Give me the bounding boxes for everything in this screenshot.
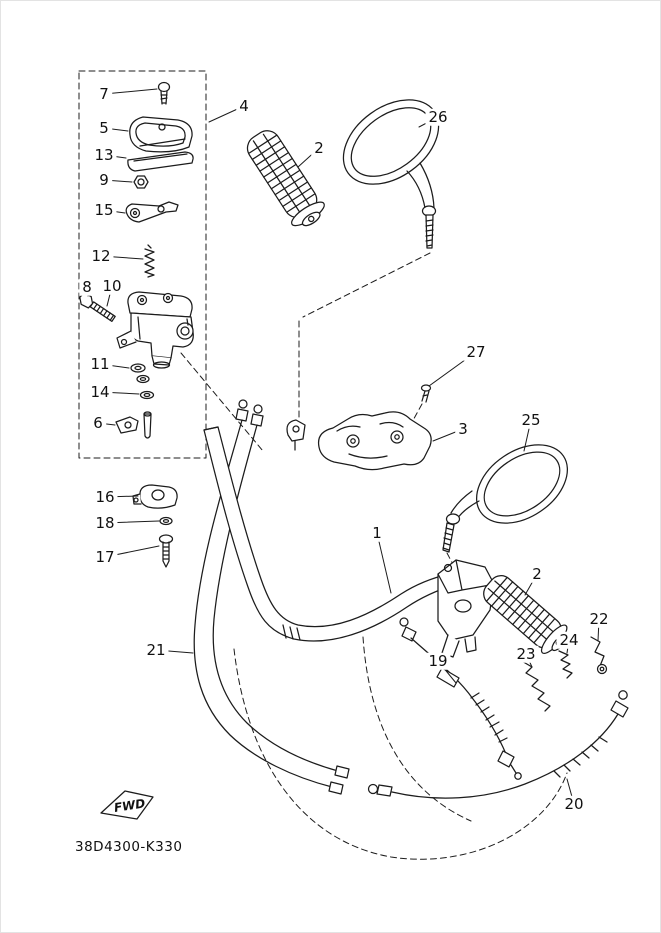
leader-line-6 (97, 422, 116, 426)
detail-group-box (78, 70, 207, 459)
grip-left-2 (246, 130, 325, 227)
mirror-26 (342, 99, 440, 249)
leader-line-4 (208, 105, 245, 123)
leader-line-17 (104, 545, 160, 558)
leader-line-11 (99, 363, 130, 369)
leader-line-5 (103, 127, 129, 132)
leader-line-7 (103, 88, 158, 95)
master-cylinder-body (116, 291, 194, 369)
spring-23 (516, 651, 551, 712)
cable-joint-6 (115, 411, 152, 439)
mirror-25 (442, 444, 568, 553)
spring-24 (558, 650, 573, 679)
master-cylinder-cap-5 (129, 116, 193, 153)
washer-14 (139, 390, 155, 400)
leader-line-27 (428, 351, 477, 387)
spring-12 (144, 244, 155, 278)
holder-plate-15 (125, 201, 179, 223)
screw-27 (420, 384, 432, 403)
leader-line-12 (100, 255, 144, 260)
leader-line-22 (597, 618, 600, 642)
mirror-boss-bracket (286, 419, 306, 451)
fwd-marker: FWD (100, 790, 154, 820)
fwd-label: FWD (113, 796, 146, 815)
washers-11 (130, 363, 150, 384)
diaphragm-13 (127, 151, 194, 172)
nut-9 (133, 175, 149, 189)
leader-line-10 (106, 285, 113, 307)
leader-line-2 (297, 147, 320, 168)
leader-line-2 (524, 573, 538, 596)
handle-holder-16 (132, 484, 178, 509)
drawing-part-code: 38D4300-K330 (75, 839, 183, 855)
throttle-switch-housing (437, 559, 495, 658)
assembly-guide-lines (78, 70, 568, 860)
leader-line-15 (103, 209, 126, 214)
leader-line-14 (99, 391, 140, 395)
cap-screw-7 (157, 81, 171, 105)
leader-line-21 (155, 649, 194, 654)
leader-line-18 (104, 520, 160, 524)
grip-right-2 (483, 575, 568, 655)
throttle-cable-19 (399, 617, 522, 780)
leader-line-9 (103, 179, 133, 183)
leader-line-1 (376, 532, 392, 594)
leader-line-24 (566, 639, 570, 654)
handle-cover-3 (317, 411, 432, 471)
cable-end-22 (590, 636, 608, 675)
leader-line-20 (566, 778, 575, 805)
leader-line-13 (103, 154, 127, 159)
screw-17 (158, 534, 174, 568)
leader-line-3 (432, 428, 464, 442)
washer-18 (159, 516, 173, 526)
bolt-8-10 (79, 292, 116, 323)
clutch-cable-20 (367, 690, 629, 799)
